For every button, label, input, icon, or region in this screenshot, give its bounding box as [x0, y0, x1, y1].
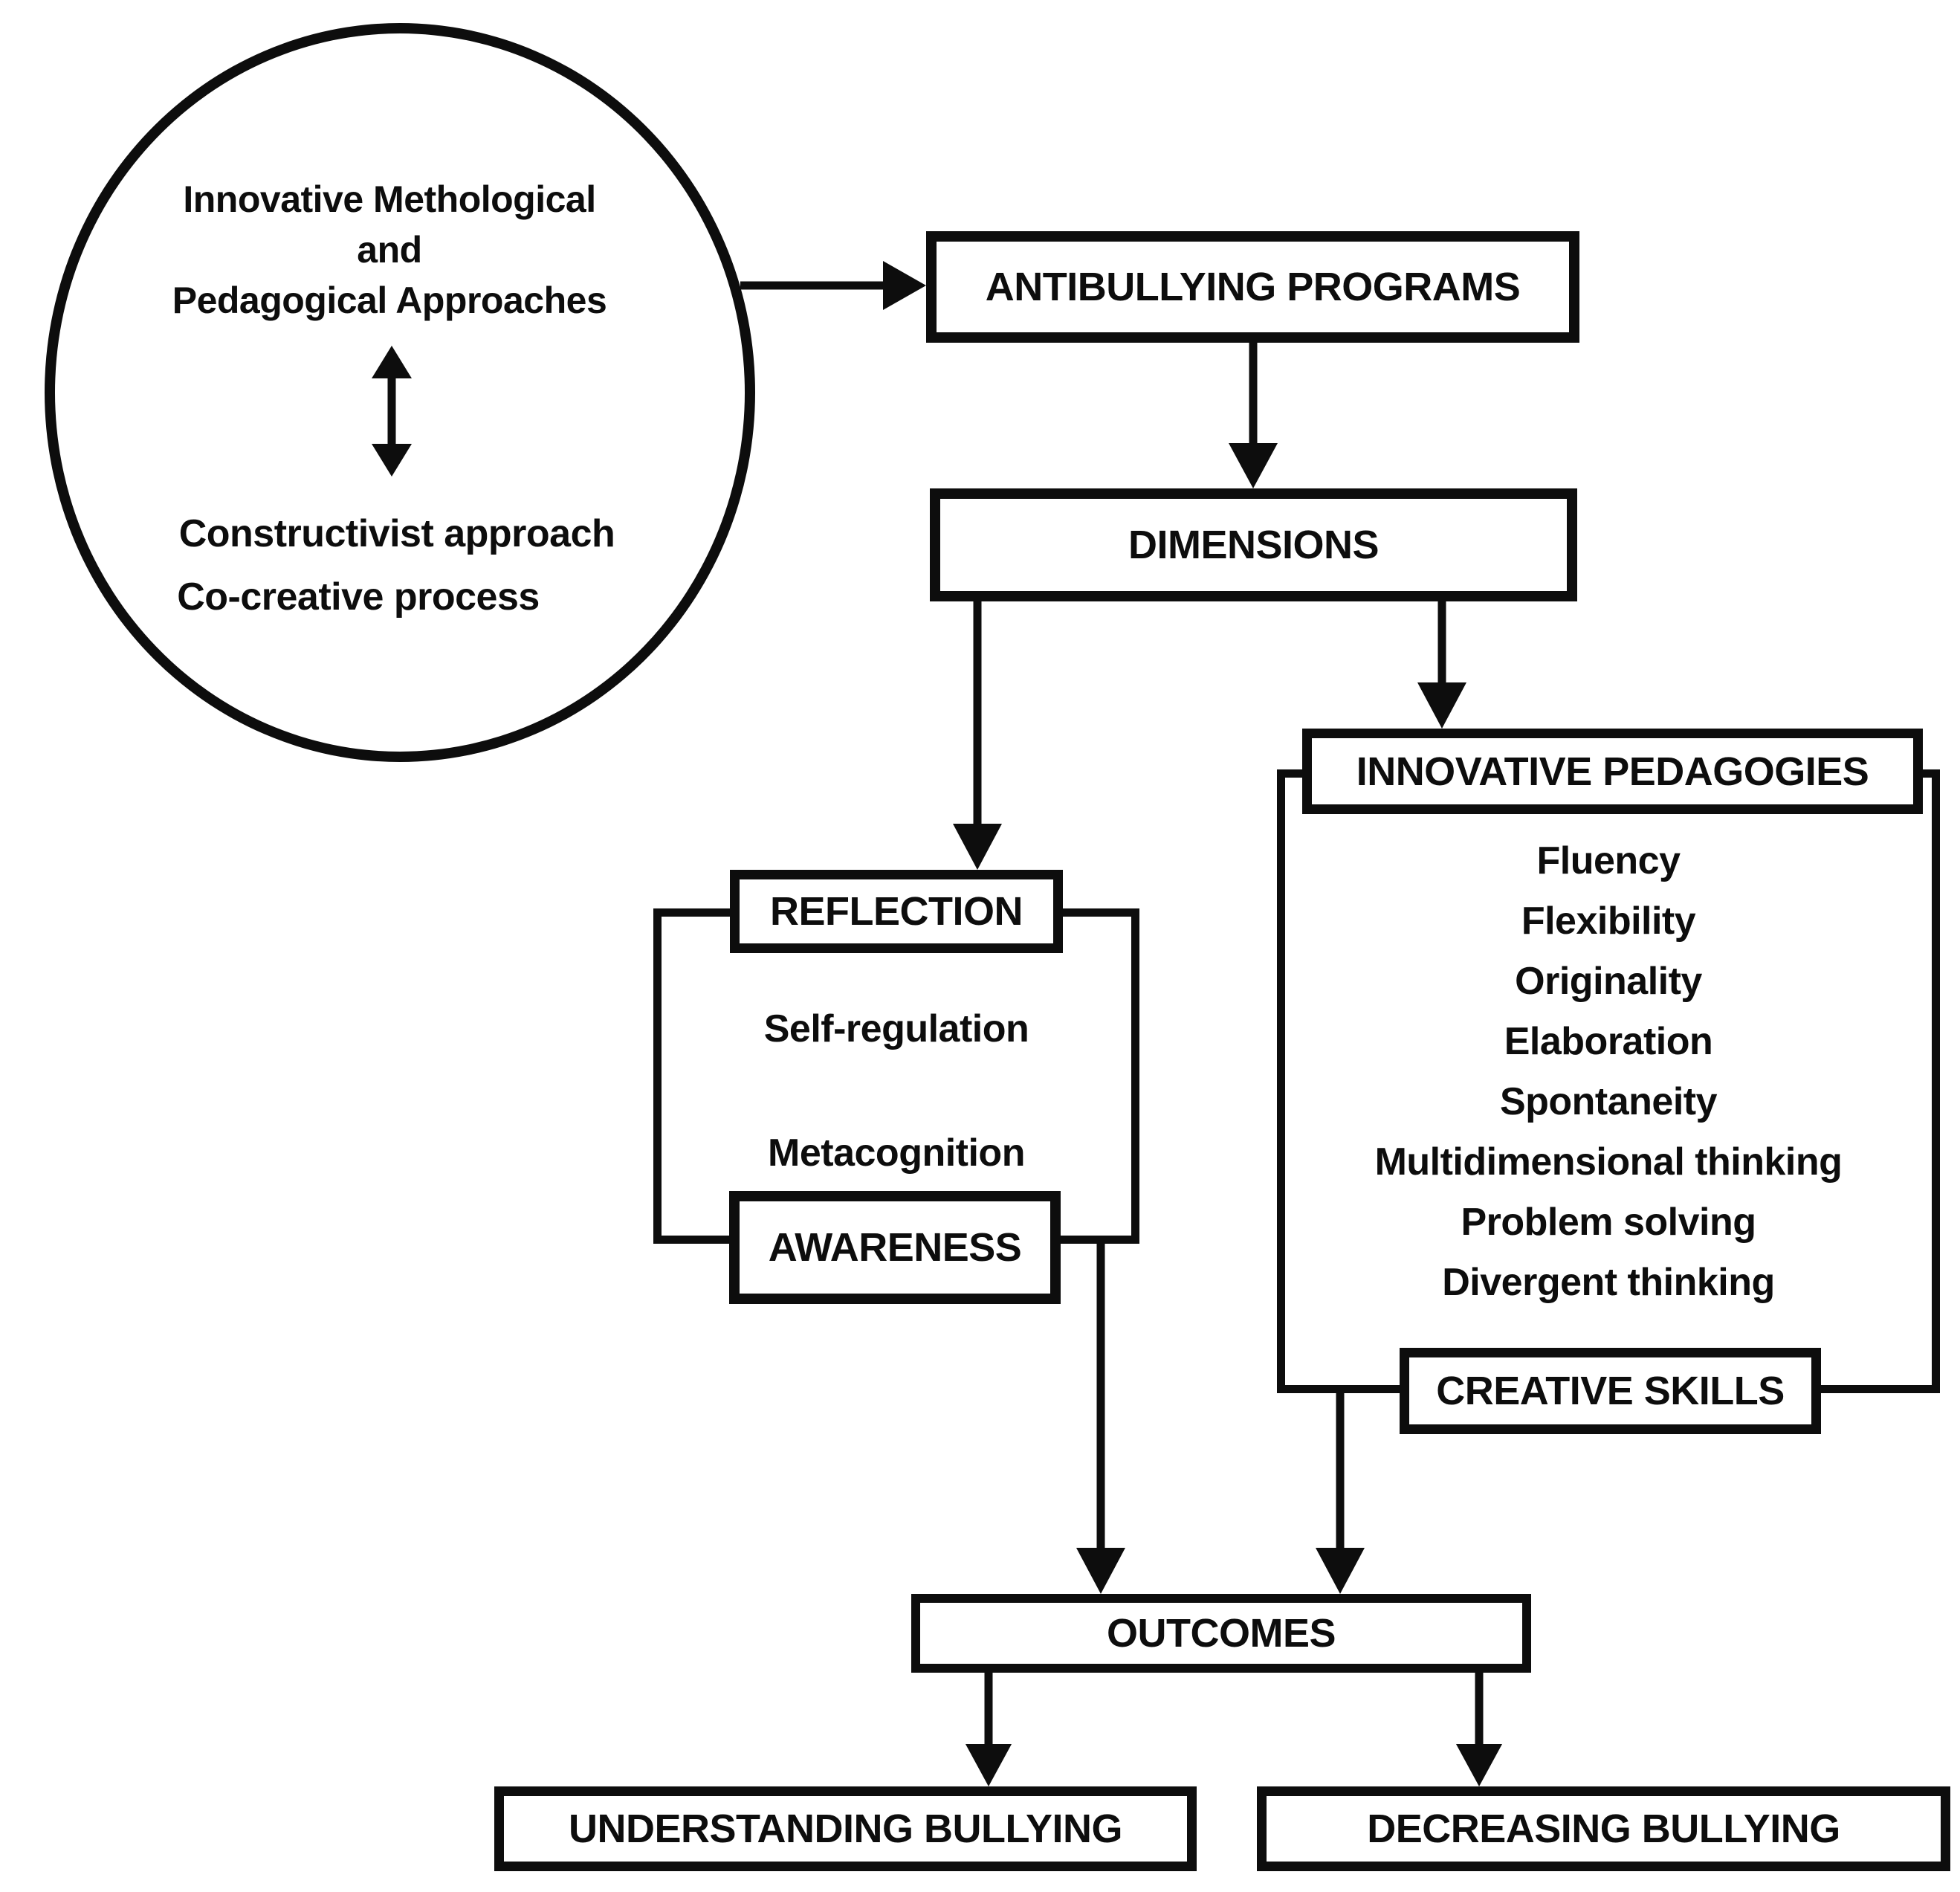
- arrow-outcomes-to-understanding: [966, 1671, 1012, 1786]
- bubble-heading-line3: Pedagogical Approaches: [172, 280, 607, 321]
- bubble-heading-line1: Innovative Methological: [183, 178, 596, 220]
- node-antibullying-programs: ANTIBULLYING PROGRAMS: [926, 231, 1579, 343]
- approaches-bubble-circle: [45, 23, 755, 762]
- node-decreasing-bullying: DECREASING BULLYING: [1257, 1786, 1950, 1871]
- label-metacognition: Metacognition: [768, 1131, 1025, 1175]
- skill-item-multidimensional-thinking: Multidimensional thinking: [1374, 1140, 1843, 1184]
- creative-skills-list: Fluency Flexibility Originality Elaborat…: [1277, 830, 1940, 1312]
- skill-item-flexibility: Flexibility: [1521, 899, 1696, 943]
- skill-item-divergent-thinking: Divergent thinking: [1442, 1260, 1775, 1304]
- node-innovative-pedagogies: INNOVATIVE PEDAGOGIES: [1302, 729, 1923, 814]
- node-awareness: AWARENESS: [729, 1191, 1061, 1304]
- arrow-dimensions-to-reflection: [953, 599, 1002, 870]
- node-outcomes: OUTCOMES: [911, 1594, 1531, 1673]
- skill-item-spontaneity: Spontaneity: [1499, 1079, 1718, 1123]
- arrow-antibullying-to-dimensions: [1229, 340, 1278, 488]
- skill-item-problem-solving: Problem solving: [1461, 1200, 1756, 1244]
- bubble-heading-line2: and: [357, 229, 422, 271]
- arrow-outcomes-to-decreasing: [1456, 1671, 1502, 1786]
- bubble-item-constructivist: Constructivist approach: [178, 512, 615, 555]
- skill-item-fluency: Fluency: [1536, 839, 1681, 882]
- bubble-heading: Innovative Methological and Pedagogical …: [77, 174, 702, 326]
- node-dimensions: DIMENSIONS: [930, 488, 1577, 601]
- label-self-regulation: Self-regulation: [763, 1007, 1029, 1050]
- node-creative-skills: CREATIVE SKILLS: [1400, 1348, 1821, 1434]
- arrow-dimensions-to-pedagogies: [1417, 599, 1466, 729]
- arrow-awareness-group-to-outcomes: [1076, 1240, 1125, 1594]
- skill-item-originality: Originality: [1515, 959, 1702, 1003]
- node-reflection: REFLECTION: [730, 870, 1063, 953]
- arrow-bubble-to-antibullying: [740, 261, 926, 310]
- bubble-item-cocreative: Co-creative process: [177, 575, 540, 619]
- skill-item-elaboration: Elaboration: [1504, 1019, 1713, 1063]
- node-understanding-bullying: UNDERSTANDING BULLYING: [494, 1786, 1197, 1871]
- arrow-skills-group-to-outcomes: [1316, 1389, 1365, 1594]
